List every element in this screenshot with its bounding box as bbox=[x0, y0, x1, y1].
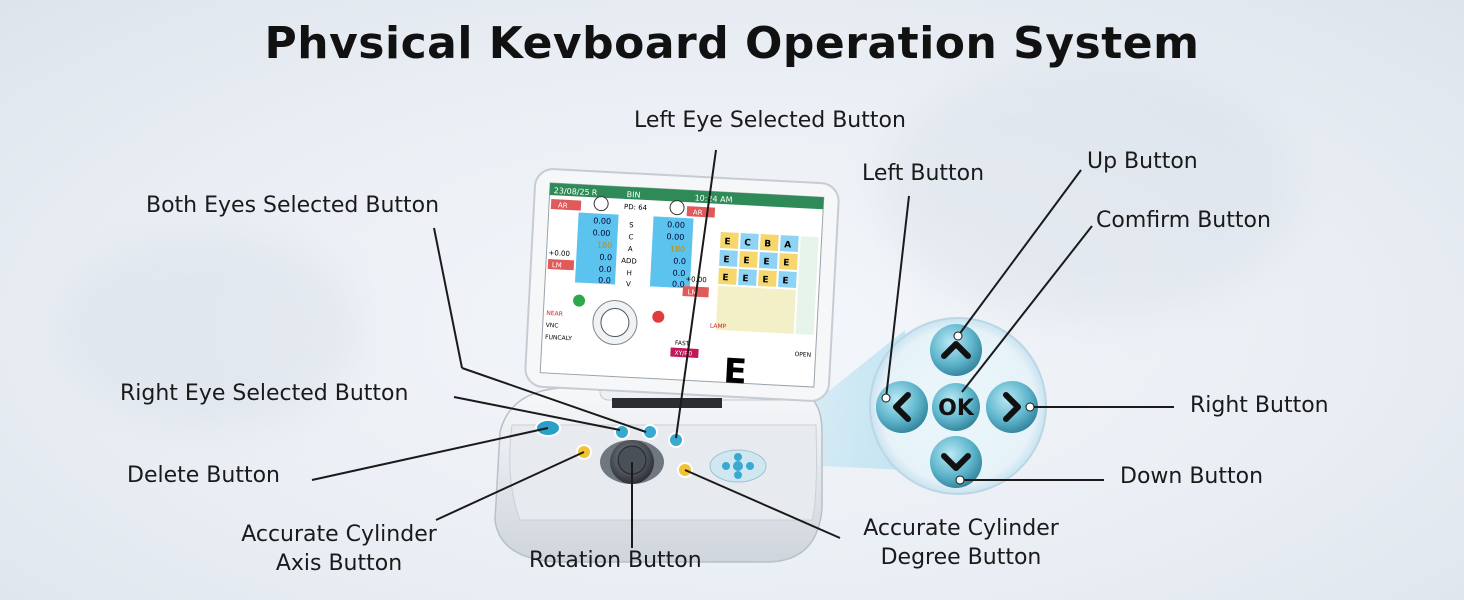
left-value: 0.0 bbox=[672, 279, 685, 289]
axis-label-line1: Accurate Cylinder bbox=[241, 522, 437, 547]
down-key bbox=[930, 436, 982, 488]
right-value: 0.0 bbox=[598, 276, 611, 286]
xyro-label: XY/R0 bbox=[674, 350, 692, 358]
plus-right: +0.00 bbox=[685, 275, 707, 284]
up-key bbox=[930, 324, 982, 376]
lm-right: LM bbox=[687, 288, 697, 297]
screen-date: 23/08/25 bbox=[554, 186, 590, 197]
left-value: 0.00 bbox=[667, 220, 685, 230]
leader-line bbox=[957, 169, 1082, 337]
screen-r-label: R bbox=[591, 188, 597, 197]
vnc-label: VNC bbox=[546, 322, 559, 330]
row-label: C bbox=[628, 233, 633, 241]
left-key bbox=[876, 381, 928, 433]
chart-cell: A bbox=[784, 240, 792, 250]
left-value: 0.0 bbox=[672, 268, 685, 278]
right-key bbox=[986, 381, 1038, 433]
chart-cell: E bbox=[722, 273, 729, 283]
right-value: 180 bbox=[597, 241, 613, 251]
ok-key bbox=[932, 383, 980, 431]
row-label: H bbox=[626, 269, 632, 277]
open-label: OPEN bbox=[794, 351, 811, 359]
row-label: S bbox=[629, 221, 634, 229]
confirm-button-label: Comfirm Button bbox=[1096, 208, 1271, 233]
chart-cell: E bbox=[724, 237, 731, 247]
accurate-cylinder-axis-label: Accurate Cylinder Axis Button bbox=[226, 520, 452, 578]
row-label: V bbox=[626, 280, 631, 288]
right-value: 0.0 bbox=[598, 265, 611, 275]
lm-left: LM bbox=[552, 261, 562, 270]
left-value: 180 bbox=[670, 244, 686, 254]
leader-line bbox=[675, 149, 717, 439]
chart-cell: E bbox=[783, 258, 790, 268]
right-value: 0.00 bbox=[593, 216, 611, 226]
both-eyes-selected-label: Both Eyes Selected Button bbox=[146, 193, 440, 218]
left-arrow-icon bbox=[893, 392, 911, 422]
chart-cell: E bbox=[743, 256, 750, 266]
leader-line bbox=[453, 396, 621, 431]
right-value: 0.0 bbox=[599, 253, 612, 263]
row-label: ADD bbox=[621, 257, 637, 266]
up-button-label: Up Button bbox=[1087, 149, 1198, 174]
chart-cell: E bbox=[782, 276, 789, 286]
screen-ar-right: AR bbox=[693, 208, 703, 217]
rotation-button-label: Rotation Button bbox=[529, 548, 702, 573]
lamp-label: LAMP bbox=[710, 323, 727, 331]
leader-line bbox=[684, 469, 841, 539]
leader-line bbox=[461, 367, 647, 433]
accurate-cylinder-degree-label: Accurate Cylinder Degree Button bbox=[848, 514, 1074, 572]
left-button-label: Left Button bbox=[862, 161, 985, 186]
chart-cell: E bbox=[763, 257, 770, 267]
down-arrow-icon bbox=[941, 453, 971, 471]
up-arrow-icon bbox=[941, 341, 971, 359]
axis-label-line2: Axis Button bbox=[275, 551, 403, 576]
screen-time: 10:24 AM bbox=[694, 194, 732, 205]
left-value: 0.0 bbox=[673, 257, 686, 267]
screen-ar-left: AR bbox=[558, 201, 568, 210]
ok-key-label: OK bbox=[938, 396, 975, 421]
plus-left: +0.00 bbox=[548, 249, 570, 258]
leader-line bbox=[961, 225, 1093, 393]
degree-label-line2: Degree Button bbox=[880, 545, 1042, 570]
chart-cell: B bbox=[764, 239, 772, 249]
background-shape bbox=[880, 60, 1300, 320]
row-label: A bbox=[628, 245, 633, 253]
chart-cell: E bbox=[723, 255, 730, 265]
leader-line bbox=[435, 451, 585, 521]
background-shape bbox=[60, 230, 360, 430]
funcaly-label: FUNCALY bbox=[545, 334, 573, 342]
chart-letter: E bbox=[722, 351, 747, 392]
right-eye-selected-label: Right Eye Selected Button bbox=[120, 381, 409, 406]
delete-button-label: Delete Button bbox=[127, 463, 280, 488]
chart-cell: E bbox=[742, 274, 749, 284]
right-value: 0.00 bbox=[592, 228, 610, 238]
screen-pd-label: PD: 64 bbox=[624, 203, 648, 212]
degree-label-line1: Accurate Cylinder bbox=[863, 516, 1059, 541]
page-title: Phvsical Kevboard Operation System bbox=[264, 18, 1200, 69]
near-label: NEAR bbox=[546, 310, 563, 318]
leader-line bbox=[885, 195, 910, 399]
leader-line bbox=[311, 427, 549, 481]
left-eye-selected-label: Left Eye Selected Button bbox=[634, 108, 906, 133]
chart-cell: C bbox=[744, 238, 752, 248]
left-value: 0.00 bbox=[666, 232, 684, 242]
down-button-label: Down Button bbox=[1120, 464, 1264, 489]
chart-cell: E bbox=[762, 275, 769, 285]
screen-bin-label: BIN bbox=[626, 190, 640, 200]
fast-label: FAST bbox=[675, 340, 690, 348]
right-button-label: Right Button bbox=[1190, 393, 1329, 418]
leader-line bbox=[433, 227, 463, 369]
right-arrow-icon bbox=[1003, 392, 1021, 422]
